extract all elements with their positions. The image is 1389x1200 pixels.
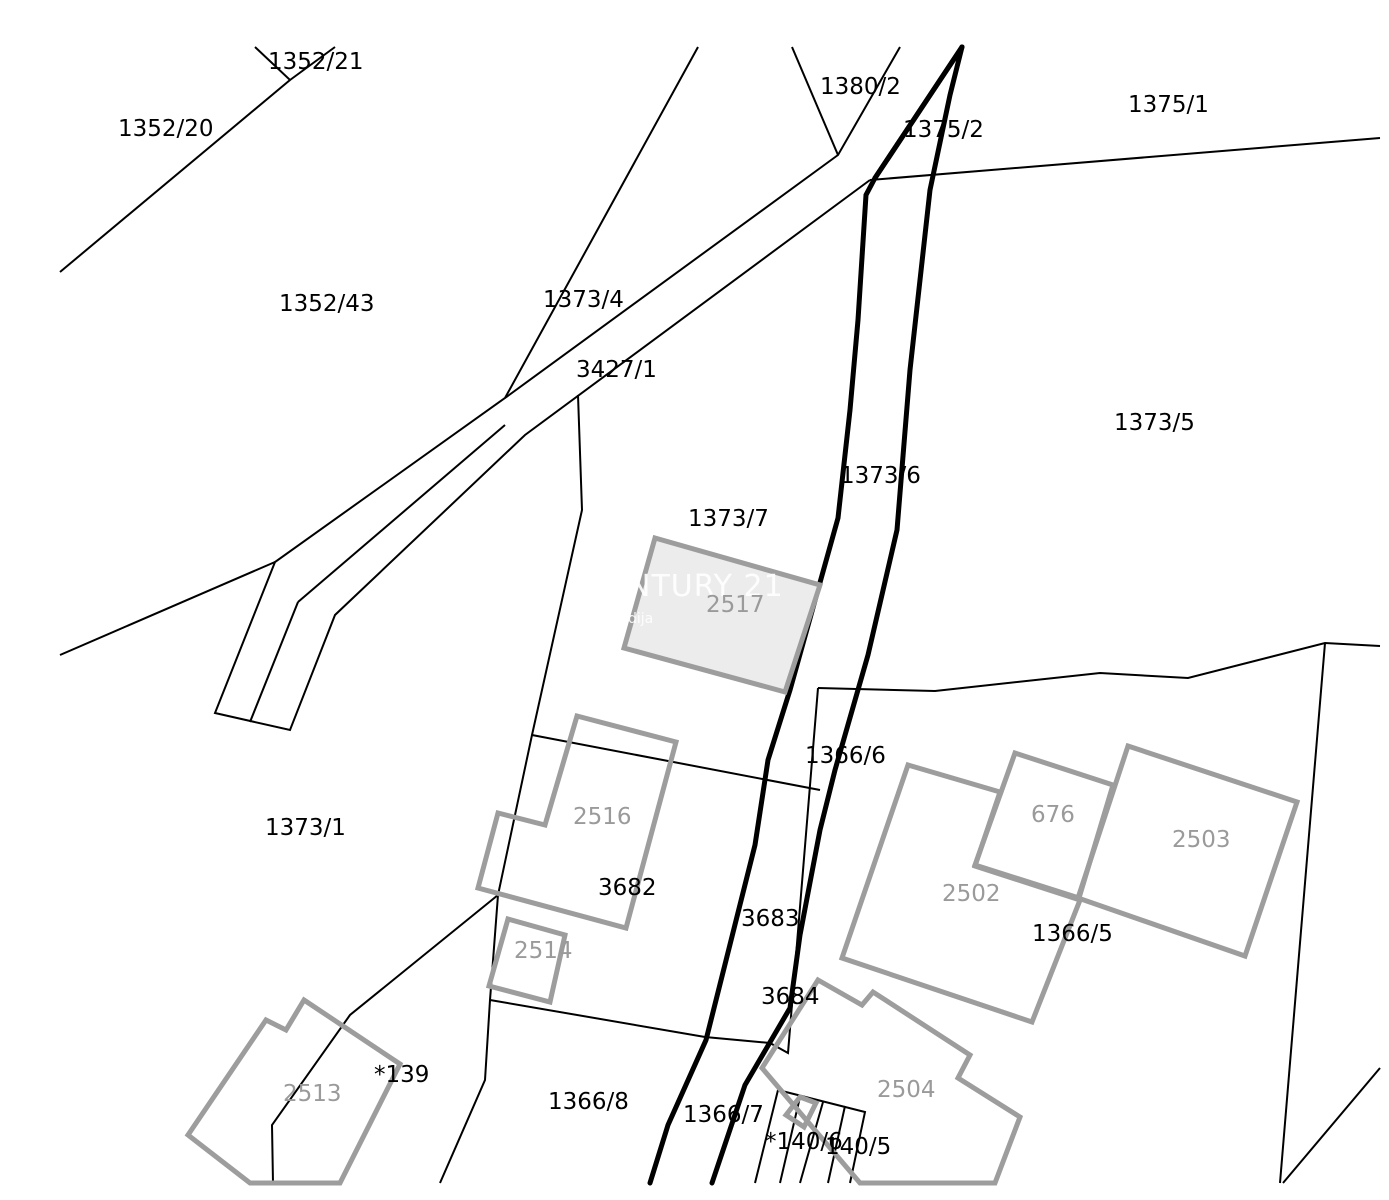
- buildings: [184, 534, 1301, 1186]
- parcel-label[interactable]: 1366/6: [805, 743, 886, 769]
- watermark: NTURY 21 dija: [628, 569, 784, 627]
- parcel-label[interactable]: 1366/8: [548, 1089, 629, 1115]
- parcel-label[interactable]: 1373/4: [543, 287, 624, 313]
- parcel-label[interactable]: 1373/7: [688, 506, 769, 532]
- parcel-label[interactable]: 1352/21: [268, 49, 364, 75]
- parcel-label[interactable]: 1375/2: [903, 117, 984, 143]
- building-label[interactable]: 2514: [514, 938, 573, 964]
- building-label[interactable]: 2503: [1172, 827, 1231, 853]
- watermark-brand: NTURY 21: [628, 569, 784, 604]
- building-label[interactable]: 676: [1031, 802, 1075, 828]
- building-2504[interactable]: [758, 976, 1024, 1186]
- building-label[interactable]: 2517: [706, 592, 765, 618]
- parcel-label[interactable]: 3684: [761, 984, 820, 1010]
- parcel-label[interactable]: 1375/1: [1128, 92, 1209, 118]
- building-2503[interactable]: [1074, 742, 1301, 960]
- parcel-label[interactable]: 1366/5: [1032, 921, 1113, 947]
- building-2517[interactable]: [620, 534, 824, 696]
- watermark-sub: dija: [628, 611, 653, 627]
- parcel-label[interactable]: 3427/1: [576, 357, 657, 383]
- building-label[interactable]: 2516: [573, 804, 632, 830]
- parcel-label[interactable]: 3683: [741, 906, 800, 932]
- building-label[interactable]: 2502: [942, 881, 1001, 907]
- parcel-label[interactable]: 140/5: [825, 1134, 891, 1160]
- parcel-label[interactable]: 1352/20: [118, 116, 214, 142]
- parcel-label[interactable]: *139: [374, 1062, 429, 1088]
- parcel-label[interactable]: 1373/6: [840, 463, 921, 489]
- building-2514[interactable]: [485, 915, 568, 1006]
- building-2513[interactable]: [184, 996, 404, 1186]
- building-labels: 2517 2516 2514 2513 676 2503 2502 2504: [283, 592, 1231, 1107]
- parcel-label[interactable]: 1366/7: [683, 1102, 764, 1128]
- parcel-label[interactable]: 3682: [598, 875, 657, 901]
- building-label[interactable]: 2513: [283, 1081, 342, 1107]
- parcel-label[interactable]: *140/6: [765, 1129, 843, 1155]
- building-2516[interactable]: [474, 712, 680, 932]
- parcel-label[interactable]: 1373/5: [1114, 410, 1195, 436]
- parcel-label[interactable]: 1373/1: [265, 815, 346, 841]
- parcel-labels: 1352/21 1352/20 1380/2 1375/2 1375/1 135…: [118, 49, 1209, 1160]
- building-label[interactable]: 2504: [877, 1077, 936, 1103]
- building-annex[interactable]: [782, 1094, 820, 1131]
- parcel-label[interactable]: 1380/2: [820, 74, 901, 100]
- parcel-label[interactable]: 1352/43: [279, 291, 375, 317]
